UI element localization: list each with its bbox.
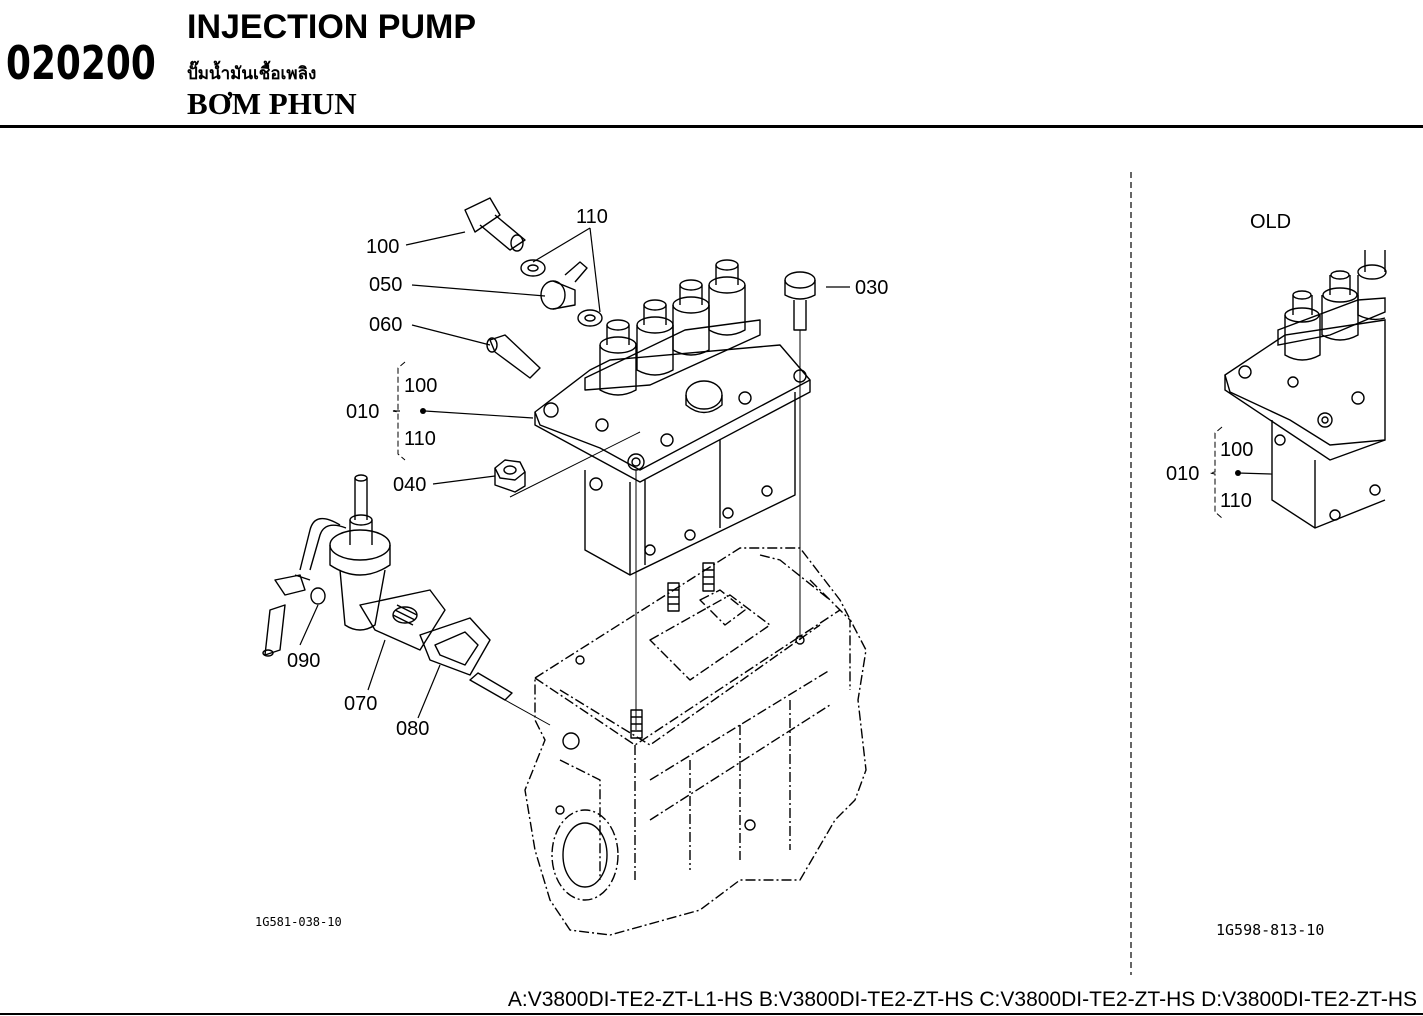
inset-label: OLD xyxy=(1250,211,1291,233)
callout-010-old-sub-100: 100 xyxy=(1220,439,1253,461)
title-thai: ปั๊มน้ำมันเชื้อเพลิง xyxy=(187,64,317,84)
callout-090: 090 xyxy=(287,650,320,672)
gear-case-hole xyxy=(575,655,585,665)
callout-060: 060 xyxy=(369,314,402,336)
callout-030: 030 xyxy=(855,277,888,299)
bolt-030 xyxy=(784,271,816,331)
injection-pump xyxy=(534,259,811,576)
alignment-lines xyxy=(504,330,801,730)
gasket-080 xyxy=(419,617,491,676)
gear-case-hole xyxy=(744,819,756,831)
washer-110-upper xyxy=(520,259,546,277)
callout-050: 050 xyxy=(369,274,402,296)
studs xyxy=(630,562,715,739)
leader-lines xyxy=(299,227,850,719)
bracket-010 xyxy=(392,361,406,461)
leader-010-old xyxy=(1237,472,1273,475)
callout-010-old: 010 xyxy=(1166,463,1199,485)
adapter-060 xyxy=(486,334,541,379)
leader-dot-010 xyxy=(420,408,426,414)
callout-010: 010 xyxy=(346,401,379,423)
washer-110-lower-hole xyxy=(584,314,596,322)
header-rule xyxy=(0,125,1423,128)
callout-080: 080 xyxy=(396,718,429,740)
fitting-050 xyxy=(540,261,588,310)
callout-070: 070 xyxy=(344,693,377,715)
title-english: INJECTION PUMP xyxy=(187,8,477,46)
figure-id-inset: 1G598-813-10 xyxy=(1216,921,1324,939)
gear-case-bore-inner xyxy=(562,822,608,888)
figure-id-main: 1G581-038-10 xyxy=(255,915,342,929)
footer-rule xyxy=(0,1013,1423,1015)
old-pump-drawing xyxy=(1224,250,1387,529)
gasket-080-inner xyxy=(434,631,479,666)
washer-110-lower xyxy=(577,309,603,327)
leader-dot-010-old xyxy=(1235,470,1241,476)
gear-case-outline xyxy=(524,547,867,936)
callout-010-sub-100: 100 xyxy=(404,375,437,397)
feed-pump xyxy=(262,474,446,657)
callout-010-old-sub-110: 110 xyxy=(1220,490,1252,512)
callout-010-sub-110: 110 xyxy=(404,428,436,450)
bracket-010-old xyxy=(1209,426,1223,519)
gear-case-bore xyxy=(551,809,619,901)
nut-040 xyxy=(494,459,526,493)
plug-090 xyxy=(310,587,326,605)
main-drawing xyxy=(262,197,867,936)
gear-case-port xyxy=(562,732,580,750)
model-applicability: A:V3800DI-TE2-ZT-L1-HS B:V3800DI-TE2-ZT-… xyxy=(507,988,1417,1011)
callout-110: 110 xyxy=(576,206,608,228)
gear-case-hole xyxy=(555,805,565,815)
delivery-valves xyxy=(599,259,746,396)
callout-040: 040 xyxy=(393,474,426,496)
callout-100: 100 xyxy=(366,236,399,258)
washer-110-upper-hole xyxy=(527,264,539,272)
title-vietnamese: BƠM PHUN xyxy=(187,86,357,121)
eye-bolt-100 xyxy=(464,197,526,252)
stud-small xyxy=(469,672,513,701)
section-code: 020200 xyxy=(6,36,156,90)
